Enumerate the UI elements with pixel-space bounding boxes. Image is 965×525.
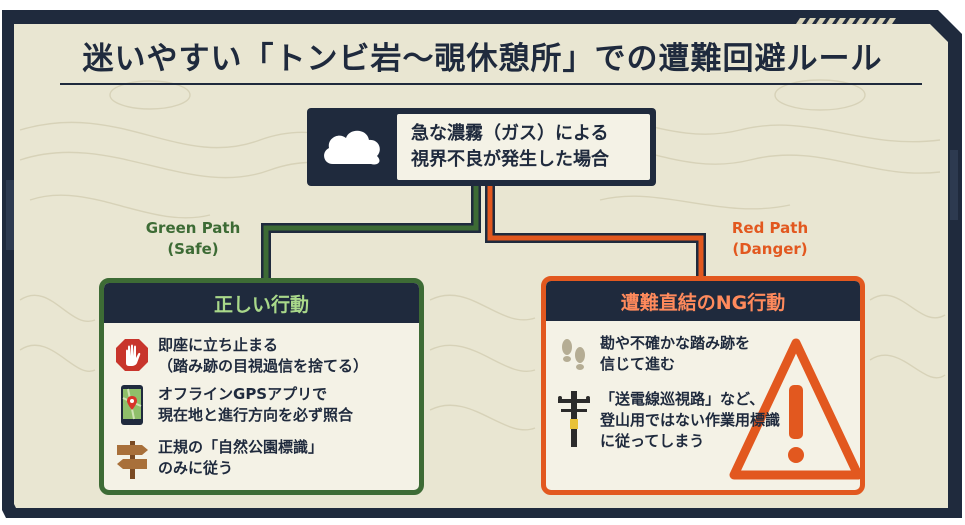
red-path-subtitle: (Danger)	[732, 240, 808, 258]
red-connector	[485, 186, 706, 276]
situation-line-2: 視界不良が発生した場合	[411, 149, 609, 170]
safe-item-gps-line-1: オフラインGPSアプリで	[158, 385, 328, 403]
footprints-icon	[562, 339, 585, 370]
ng-panel-heading: 遭難直結のNG行動	[546, 281, 860, 321]
ng-item-power-line-2: 登山用ではない作業用標識	[600, 411, 781, 429]
green-path-label: Green Path (Safe)	[135, 218, 251, 260]
ng-actions-panel: 遭難直結のNG行動 勘や不確かな踏み跡を 信じて進む	[541, 276, 865, 495]
safe-item-signpost-line-2: のみに従う	[158, 459, 234, 477]
warning-triangle-icon	[729, 338, 860, 480]
ng-item-footprints-line-1: 勘や不確かな踏み跡を	[600, 334, 751, 352]
decorative-stripes	[796, 18, 896, 24]
power-pole-icon	[558, 391, 590, 447]
ng-item-power-line-1: 「送電線巡視路」など、	[600, 390, 765, 408]
cloud-icon	[324, 130, 380, 165]
ng-item-footprints-line-2: 信じて進む	[600, 355, 676, 373]
situation-box: 急な濃霧（ガス）による 視界不良が発生した場合	[307, 108, 656, 186]
ng-item-power-line-3: に従ってしまう	[600, 432, 705, 450]
red-path-label: Red Path (Danger)	[712, 218, 828, 260]
safe-item-signpost-line-1: 正規の「自然公園標識」	[158, 438, 324, 456]
safe-item-stop: 即座に立ち止まる （踏み跡の目視過信を捨てる）	[114, 335, 368, 379]
stop-hand-icon	[116, 339, 148, 371]
safe-actions-panel: 正しい行動 即座に立ち止まる （踏み跡の目視過信を捨てる） オフラインGPSアプ…	[99, 278, 424, 495]
page-title: 迷いやすい「トンビ岩〜覗休憩所」での遭難回避ルール	[82, 40, 883, 77]
signpost-icon	[117, 441, 148, 479]
green-path-title: Green Path	[145, 219, 241, 237]
safe-item-gps: オフラインGPSアプリで 現在地と進行方向を必ず照合	[114, 384, 353, 428]
situation-line-1: 急な濃霧（ガス）による	[411, 123, 609, 144]
ng-item-footprints: 勘や不確かな踏み跡を 信じて進む	[556, 333, 750, 377]
green-path-subtitle: (Safe)	[167, 240, 219, 258]
gps-phone-icon	[121, 385, 143, 425]
safe-item-stop-line-2: （踏み跡の目視過信を捨てる）	[158, 357, 369, 375]
ng-heading-text: 遭難直結のNG行動	[620, 291, 786, 314]
green-connector	[261, 186, 481, 278]
safe-item-gps-line-2: 現在地と進行方向を必ず照合	[158, 406, 354, 424]
safe-item-signpost: 正規の「自然公園標識」 のみに従う	[114, 437, 323, 481]
safe-heading-text: 正しい行動	[213, 293, 309, 316]
safe-item-stop-line-1: 即座に立ち止まる	[158, 336, 279, 354]
safe-panel-heading: 正しい行動	[104, 283, 419, 323]
red-path-title: Red Path	[731, 219, 809, 237]
ng-item-power-line: 「送電線巡視路」など、 登山用ではない作業用標識 に従ってしまう	[556, 389, 780, 452]
